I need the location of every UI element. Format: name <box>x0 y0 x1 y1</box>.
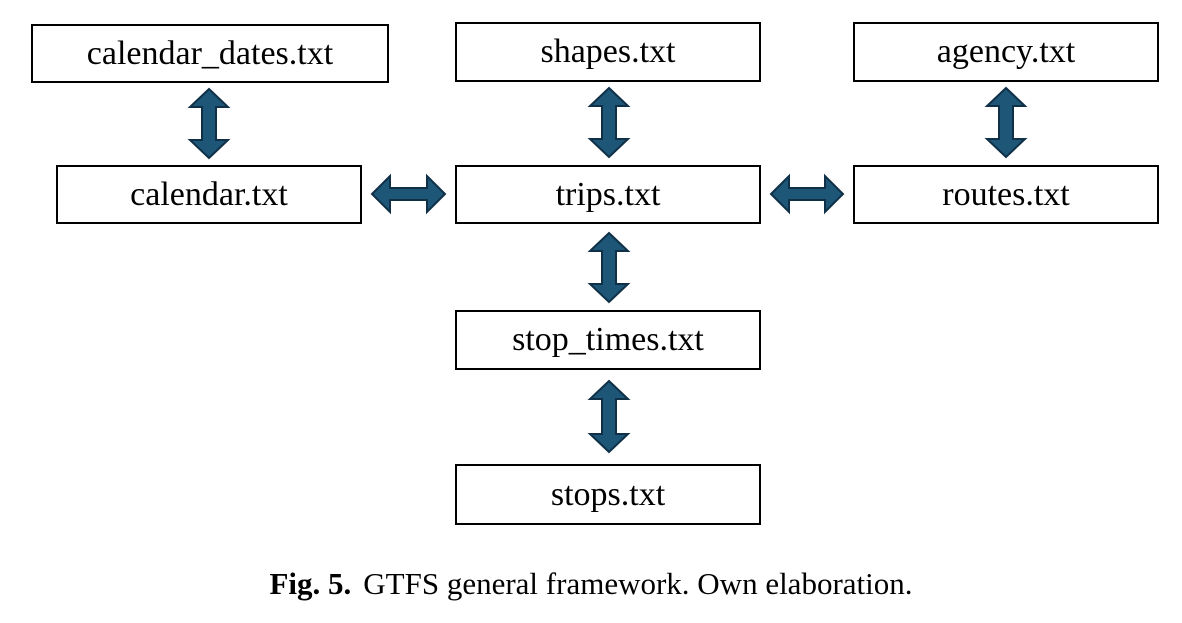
arrow-stop-times-stops <box>587 379 631 454</box>
node-stops: stops.txt <box>455 464 761 525</box>
node-agency: agency.txt <box>853 22 1159 82</box>
arrow-calendar-trips <box>370 173 447 215</box>
node-trips: trips.txt <box>455 165 761 224</box>
figure-caption: Fig. 5. GTFS general framework. Own elabo… <box>0 566 1182 602</box>
arrow-agency-routes <box>984 86 1028 159</box>
node-shapes: shapes.txt <box>455 22 761 82</box>
arrow-trips-stop-times <box>587 231 631 304</box>
arrow-shapes-trips <box>587 86 631 159</box>
arrow-calendar-dates-calendar <box>187 87 231 160</box>
node-calendar: calendar.txt <box>56 165 362 224</box>
arrow-trips-routes <box>769 173 845 215</box>
figure-label: Fig. 5. <box>269 566 352 601</box>
node-calendar-dates: calendar_dates.txt <box>31 24 389 83</box>
figure-caption-text: GTFS general framework. Own elaboration. <box>363 566 913 601</box>
node-stop-times: stop_times.txt <box>455 310 761 370</box>
node-routes: routes.txt <box>853 165 1159 224</box>
